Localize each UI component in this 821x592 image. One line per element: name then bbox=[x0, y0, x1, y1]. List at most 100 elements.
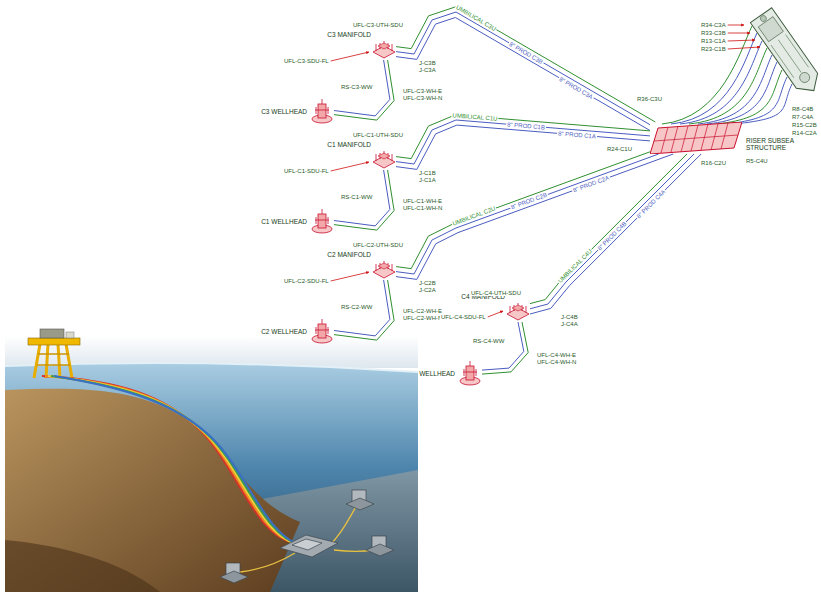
pipeline-label: 8" PROD C3A bbox=[557, 75, 594, 100]
pipeline-connector bbox=[334, 280, 394, 340]
callout-label: R23-C1B bbox=[700, 46, 727, 52]
pipeline-line bbox=[396, 154, 659, 274]
pipeline-line bbox=[334, 280, 390, 336]
flowlines bbox=[42, 376, 374, 572]
pipeline-connector bbox=[396, 152, 650, 269]
callout-label: RS-C3-WW bbox=[340, 84, 373, 90]
pipeline-line bbox=[334, 60, 390, 116]
leader-arrow bbox=[331, 272, 369, 281]
manifold-node: C3 MANIFOLD bbox=[372, 40, 396, 60]
callout-label: UFL-C1-WH-E bbox=[402, 198, 443, 204]
manifold-symbol bbox=[372, 260, 396, 280]
pipeline-connector bbox=[396, 18, 650, 131]
pipeline-label: 8" PROD C3B bbox=[507, 40, 544, 65]
wellhead-symbol bbox=[458, 360, 482, 386]
callout-label: R7-C4A bbox=[791, 114, 814, 120]
pipeline-label: 8" PROD C4B bbox=[596, 220, 628, 252]
pipeline-label: UMBILICAL C2U bbox=[450, 205, 496, 227]
node-label: C2 MANIFOLD bbox=[327, 251, 371, 258]
leader-arrow bbox=[331, 52, 369, 61]
leader-arrow bbox=[728, 40, 755, 41]
fpso-ship bbox=[750, 8, 821, 98]
callout-label: J-C2B bbox=[418, 280, 437, 286]
callout-label: R13-C1A bbox=[700, 38, 727, 44]
node-label: RISER SUBSEA STRUCTURE bbox=[746, 137, 794, 151]
wellhead-symbol bbox=[310, 318, 334, 344]
pipeline-connector bbox=[334, 170, 394, 230]
riser-structure-node: RISER SUBSEA STRUCTURE bbox=[650, 122, 742, 154]
callout-label: UFL-C4-SDU-FL bbox=[440, 314, 487, 320]
leader-arrow bbox=[728, 33, 750, 34]
wellhead-node: C2 WELLHEAD bbox=[310, 318, 334, 344]
node-label: C1 WELLHEAD bbox=[261, 218, 307, 225]
callout-label: UFL-C3-SDU-FL bbox=[283, 58, 330, 64]
pipeline-label: 8" PROD C4A bbox=[635, 188, 667, 220]
pipeline-line bbox=[396, 152, 650, 269]
callout-label: UFL-C1-SDU-FL bbox=[283, 168, 330, 174]
callout-label: R33-C3B bbox=[700, 30, 727, 36]
callout-label: UFL-C1-WH-N bbox=[402, 205, 443, 211]
callout-label: R34-C3A bbox=[700, 22, 727, 28]
pipeline-line bbox=[530, 154, 687, 304]
wellhead-node: C1 WELLHEAD bbox=[310, 208, 334, 234]
subsea-equipment bbox=[220, 490, 394, 583]
pipeline-line bbox=[396, 125, 650, 169]
node-label: C1 MANIFOLD bbox=[327, 141, 371, 148]
pipeline-line bbox=[334, 280, 394, 340]
pipeline-line bbox=[334, 170, 390, 226]
callout-label: J-C3B bbox=[418, 60, 437, 66]
callout-label: R15-C2B bbox=[791, 122, 818, 128]
callout-label: RS-C4-WW bbox=[472, 338, 505, 344]
callout-label: J-C4A bbox=[560, 321, 579, 327]
pipeline-connector bbox=[334, 60, 394, 120]
riser-structure-symbol bbox=[650, 122, 742, 154]
callout-label: J-C1B bbox=[418, 170, 437, 176]
node-label: WELLHEAD bbox=[419, 370, 455, 377]
callout-label: R8-C4B bbox=[791, 106, 814, 112]
manifold-node: C4 MANIFOLD bbox=[506, 302, 530, 322]
pipeline-connector bbox=[396, 125, 650, 169]
wellhead-node: WELLHEAD bbox=[458, 360, 482, 386]
pipeline-connector bbox=[530, 154, 694, 309]
manifold-symbol bbox=[372, 150, 396, 170]
callout-label: R14-C2A bbox=[791, 130, 818, 136]
wellhead-symbol bbox=[310, 208, 334, 234]
pipeline-line bbox=[334, 170, 394, 230]
pipeline-line bbox=[396, 120, 650, 164]
node-label: C3 MANIFOLD bbox=[327, 31, 371, 38]
callout-label: R16-C2U bbox=[700, 160, 727, 166]
pipeline-connector bbox=[396, 12, 650, 125]
callout-label: UFL-C2-WH-E bbox=[402, 308, 443, 314]
pipeline-label: UMBILICAL C3U bbox=[455, 4, 499, 33]
pipeline-connector bbox=[482, 322, 528, 374]
wellhead-symbol bbox=[310, 98, 334, 124]
callout-label: UFL-C4-WH-N bbox=[536, 359, 577, 365]
pipeline-label: 8" PROD C1A bbox=[557, 130, 597, 139]
callout-label: UFL-C2-WH-N bbox=[402, 315, 443, 321]
callout-label: UFL-C1-UTH-SDU bbox=[352, 132, 404, 138]
manifold-node: C2 MANIFOLD bbox=[372, 260, 396, 280]
callout-label: UFL-C3-WH-N bbox=[402, 95, 443, 101]
leader-arrow bbox=[728, 47, 760, 49]
manifold-symbol bbox=[372, 40, 396, 60]
callout-label: J-C1A bbox=[418, 177, 437, 183]
node-label: C3 WELLHEAD bbox=[261, 108, 307, 115]
node-label: C2 WELLHEAD bbox=[261, 328, 307, 335]
leader-arrow bbox=[331, 162, 369, 171]
pipeline-line bbox=[482, 322, 528, 374]
pipeline-connector bbox=[530, 154, 701, 314]
callout-label: R36-C3U bbox=[636, 96, 663, 102]
callout-label: RS-C2-WW bbox=[340, 304, 373, 310]
callout-label: UFL-C4-WH-E bbox=[536, 352, 577, 358]
leader-arrow bbox=[728, 25, 744, 26]
wellhead-node: C3 WELLHEAD bbox=[310, 98, 334, 124]
callout-label: J-C2A bbox=[418, 287, 437, 293]
leader-arrow bbox=[488, 311, 503, 317]
callout-label: UFL-C2-SDU-FL bbox=[283, 278, 330, 284]
callout-label: R5-C4U bbox=[745, 158, 769, 164]
manifold-symbol bbox=[506, 302, 530, 322]
callout-label: UFL-C2-UTH-SDU bbox=[352, 242, 404, 248]
callout-label: J-C4B bbox=[560, 314, 579, 320]
pipeline-line bbox=[396, 12, 650, 125]
